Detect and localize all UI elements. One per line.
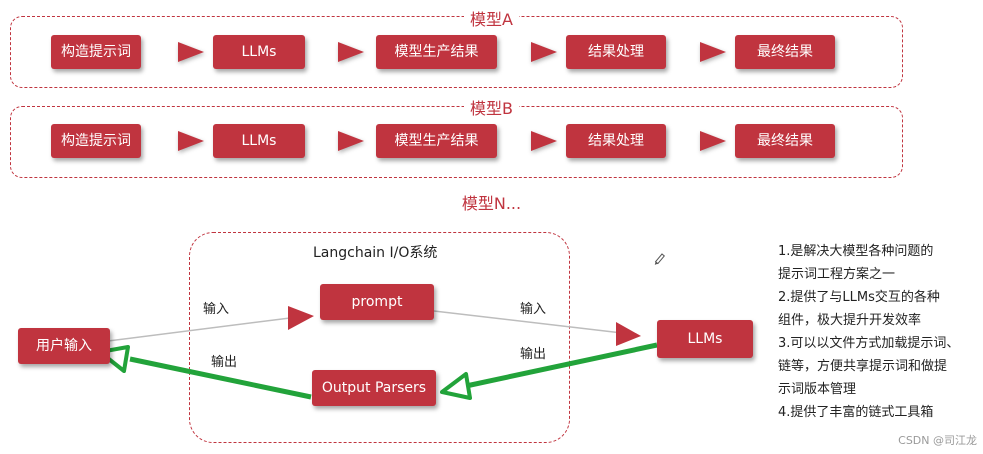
node-output-parsers: Output Parsers (312, 370, 436, 406)
arrow-a-2 (338, 42, 364, 62)
line-llms-to-parsers (465, 342, 658, 389)
note-line-3: 2.提供了与LLMs交互的各种 (778, 290, 940, 305)
edge-label-input-right: 输入 (520, 302, 547, 317)
note-line-2: 提示词工程方案之一 (778, 267, 896, 282)
note-line-4: 组件，极大提升开发效率 (778, 313, 922, 328)
node-a-generate: 模型生产结果 (376, 35, 497, 69)
note-line-7: 示词版本管理 (778, 382, 857, 397)
arrowhead-to-llms (616, 322, 641, 346)
edge-label-input-left: 输入 (203, 302, 230, 317)
node-b-generate: 模型生产结果 (376, 124, 497, 158)
line-user-to-prompt (99, 317, 291, 343)
arrow-b-1 (178, 131, 204, 151)
line-prompt-to-llms (433, 310, 623, 334)
line-parsers-to-user (129, 356, 312, 400)
node-a-final: 最终结果 (735, 35, 835, 69)
node-b-prompt: 构造提示词 (51, 124, 141, 158)
note-line-5: 3.可以以文件方式加载提示词、 (778, 336, 960, 351)
group-box-b (10, 106, 903, 178)
node-llms: LLMs (657, 320, 753, 358)
node-b-process: 结果处理 (566, 124, 666, 158)
edge-label-output-left: 输出 (211, 355, 238, 370)
group-title-a: 模型A (0, 6, 983, 30)
arrow-a-4 (700, 42, 726, 62)
arrow-a-3 (531, 42, 557, 62)
node-prompt: prompt (320, 284, 434, 320)
group-box-a (10, 16, 903, 88)
arrowhead-to-parsers (440, 372, 472, 400)
watermark: CSDN @司江龙 (898, 434, 977, 447)
node-a-prompt: 构造提示词 (51, 35, 141, 69)
arrow-a-1 (178, 42, 204, 62)
note-line-6: 链等，方便共享提示词和做提 (778, 359, 948, 374)
node-b-final: 最终结果 (735, 124, 835, 158)
arrow-b-3 (531, 131, 557, 151)
arrow-b-4 (700, 131, 726, 151)
node-b-llms: LLMs (213, 124, 305, 158)
note-line-1: 1.是解决大模型各种问题的 (778, 244, 934, 259)
node-a-process: 结果处理 (566, 35, 666, 69)
langchain-io-box (189, 232, 570, 443)
group-title-b: 模型B (0, 95, 983, 119)
arrowhead-to-prompt (288, 306, 314, 330)
node-a-llms: LLMs (213, 35, 305, 69)
feature-notes: 1.是解决大模型各种问题的 提示词工程方案之一 2.提供了与LLMs交互的各种 … (778, 240, 983, 424)
note-line-8: 4.提供了丰富的链式工具箱 (778, 405, 934, 420)
arrow-b-2 (338, 131, 364, 151)
edge-label-output-right: 输出 (520, 347, 547, 362)
node-user-input: 用户输入 (18, 328, 110, 364)
more-models-label: 模型N... (0, 190, 983, 214)
io-system-title: Langchain I/O系统 (313, 245, 438, 261)
